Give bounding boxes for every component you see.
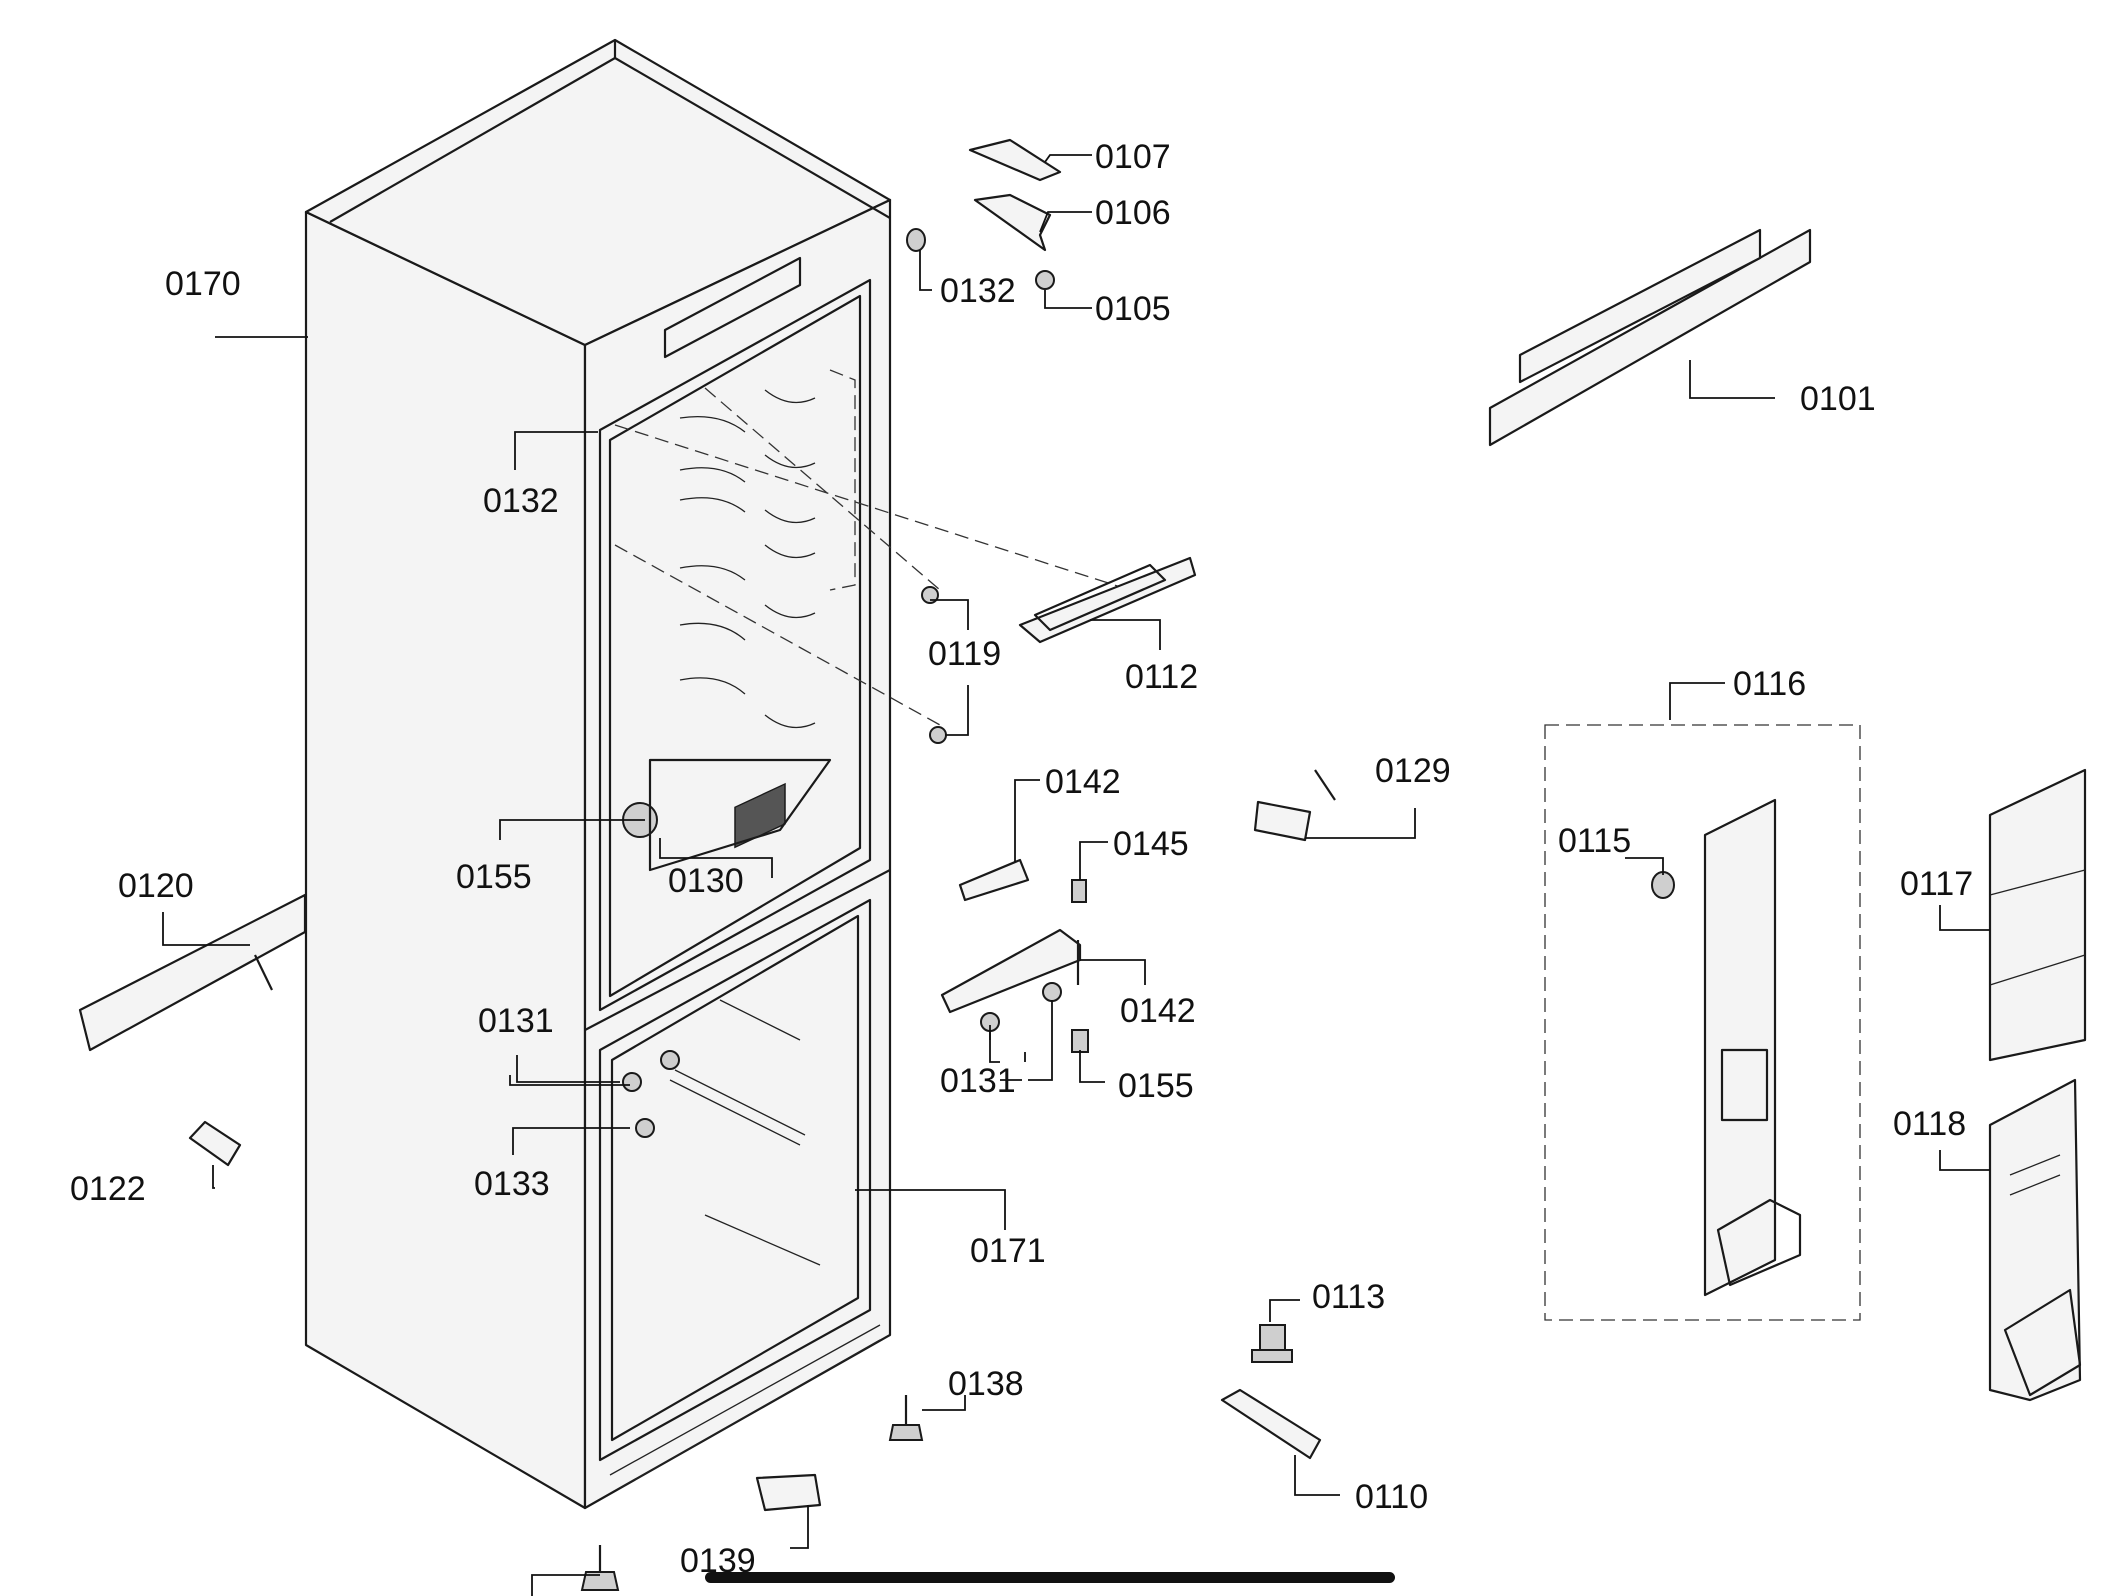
label-0112: 0112 xyxy=(1125,658,1198,696)
part-0132-top xyxy=(906,228,926,252)
label-0142-top: 0145 xyxy=(1113,825,1189,863)
label-0131-right: 0131 xyxy=(940,1062,1016,1100)
part-0120 xyxy=(78,893,307,1052)
label-0106: 0106 xyxy=(1095,194,1171,232)
label-0145: 0155 xyxy=(456,858,532,896)
label-0113: 0113 xyxy=(1312,1278,1385,1316)
label-0129: 0129 xyxy=(1375,752,1451,790)
label-0101: 0101 xyxy=(1800,380,1876,418)
part-0129 xyxy=(1253,769,1336,842)
label-0132-bottom: 0133 xyxy=(474,1165,550,1203)
part-0106 xyxy=(973,193,1052,252)
part-0142-a xyxy=(1071,879,1087,903)
part-labels: 0107 0106 0105 0132 0101 0170 0132 0119 … xyxy=(70,138,1973,1580)
part-0117 xyxy=(1988,768,2087,1062)
label-0115: 0115 xyxy=(1558,822,1631,860)
home-indicator-bar[interactable] xyxy=(705,1572,1395,1583)
label-0132-top: 0132 xyxy=(940,272,1016,310)
part-0139 xyxy=(958,858,1030,902)
part-0105 xyxy=(1035,270,1055,290)
label-0170: 0170 xyxy=(165,265,241,303)
part-0118 xyxy=(1988,1078,2082,1402)
label-0138: 0142 xyxy=(1120,992,1196,1030)
part-0131-right xyxy=(980,982,1062,1032)
label-0110: 0110 xyxy=(1355,1478,1428,1516)
part-0142-b xyxy=(1071,1029,1089,1053)
part-0122 xyxy=(188,1120,242,1167)
part-0138 xyxy=(940,928,1082,1014)
part-leveling-foot xyxy=(580,1545,620,1591)
part-0113 xyxy=(1251,1324,1293,1363)
label-0107: 0107 xyxy=(1095,138,1171,176)
label-0122: 0122 xyxy=(70,1170,146,1208)
label-0142-bottom: 0155 xyxy=(1118,1067,1194,1105)
label-0132-left: 0132 xyxy=(483,482,559,520)
cabinet-housing xyxy=(304,38,892,1510)
part-0107 xyxy=(968,138,1062,182)
leader-lines xyxy=(162,154,1990,1596)
part-0112 xyxy=(1018,556,1197,644)
part-0101 xyxy=(1488,228,1812,447)
part-0110 xyxy=(1220,1388,1322,1460)
label-0139: 0142 xyxy=(1045,763,1121,801)
part-0155 xyxy=(755,1473,822,1512)
label-0171: 0171 xyxy=(970,1232,1046,1270)
part-0116-panel xyxy=(1703,798,1802,1297)
label-0119: 0119 xyxy=(928,635,1001,673)
label-0116: 0116 xyxy=(1733,665,1806,703)
part-0119 xyxy=(921,586,947,744)
label-0105: 0105 xyxy=(1095,290,1171,328)
label-0131-left: 0131 xyxy=(478,1002,554,1040)
part-0115 xyxy=(1651,871,1675,899)
label-0117: 0117 xyxy=(1900,865,1973,903)
part-0133 xyxy=(888,1395,924,1441)
label-0120: 0120 xyxy=(118,867,194,905)
label-0118: 0118 xyxy=(1893,1105,1966,1143)
label-0130: 0130 xyxy=(668,862,744,900)
label-0133: 0138 xyxy=(948,1365,1024,1403)
